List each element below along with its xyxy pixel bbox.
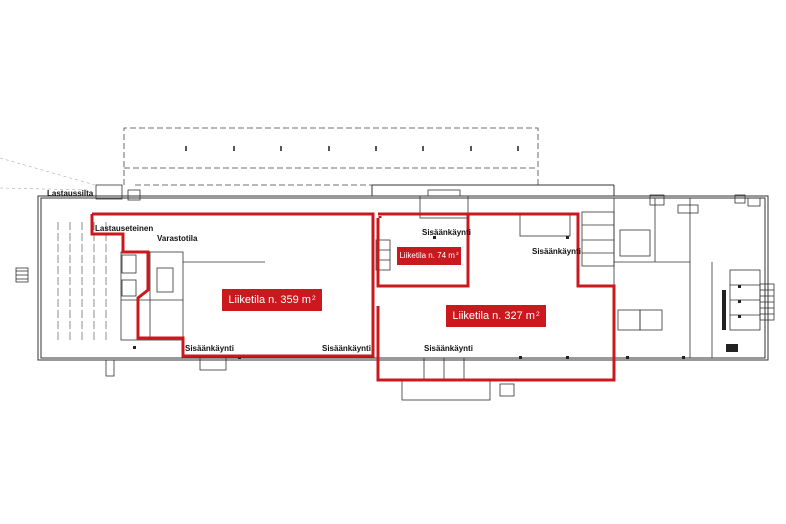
label-sisaankaynti-bottom-center: Sisäänkäynti [424, 344, 473, 353]
area-74-outline [376, 212, 470, 288]
area-327-outline [376, 212, 616, 382]
right-office-dark-blocks [722, 285, 741, 352]
area-badge-359-sup: 2 [311, 294, 316, 302]
warehouse-racks [57, 222, 107, 340]
label-sisaankaynti-bottom-left: Sisäänkäynti [185, 344, 234, 353]
canopy-outline [123, 127, 539, 186]
loading-ramp-lines [0, 157, 96, 191]
area-badge-327-text: Liiketila n. 327 m [452, 309, 535, 322]
area-badge-74-sup: 2 [455, 251, 459, 257]
area-badge-74-text: Liiketila n. 74 m [399, 251, 455, 260]
area-badge-359-text: Liiketila n. 359 m [228, 293, 311, 306]
area-boundaries [90, 212, 616, 382]
label-sisaankaynti-bottom-mid: Sisäänkäynti [322, 344, 371, 353]
left-wall-detail [15, 184, 141, 283]
area-badge-327-sup: 2 [535, 310, 540, 318]
label-varastotila: Varastotila [157, 234, 198, 243]
right-offices [613, 194, 775, 359]
label-sisaankaynti-right: Sisäänkäynti [532, 247, 581, 256]
label-lastaussilta: Lastaussilta [47, 189, 94, 198]
canopy-marks [185, 146, 519, 151]
label-sisaankaynti-top: Sisäänkäynti [422, 228, 471, 237]
label-lastauseteinen: Lastauseteinen [95, 224, 154, 233]
storage-rooms [120, 251, 265, 341]
area-359-outline [90, 212, 375, 358]
